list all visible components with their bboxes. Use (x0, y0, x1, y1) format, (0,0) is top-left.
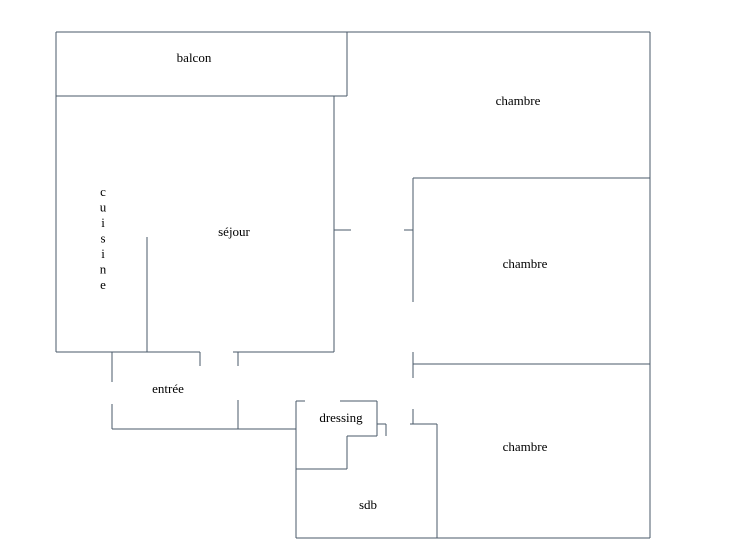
cuisine-letter: u (100, 200, 107, 215)
cuisine-letter: e (100, 277, 106, 292)
cuisine-letter: i (101, 215, 105, 230)
cuisine-letter: i (101, 246, 105, 261)
sejour-walls (56, 96, 351, 366)
balcon-walls (56, 32, 348, 97)
entree-walls (111, 352, 296, 430)
chambre-middle-label: chambre (503, 256, 548, 271)
cuisine-letter: s (100, 231, 105, 246)
sejour-label: séjour (218, 224, 250, 239)
entree-label: entrée (152, 381, 184, 396)
chambre-walls (404, 177, 650, 538)
chambre-bottom-label: chambre (503, 439, 548, 454)
chambre-top-label: chambre (496, 93, 541, 108)
dressing-label: dressing (319, 410, 363, 425)
sdb-label: sdb (359, 497, 377, 512)
dressing-sdb-walls (295, 400, 387, 538)
balcon-label: balcon (177, 50, 212, 65)
cuisine-letter: c (100, 184, 106, 199)
outer-walls (55, 31, 651, 539)
cuisine-letter: n (100, 262, 107, 277)
